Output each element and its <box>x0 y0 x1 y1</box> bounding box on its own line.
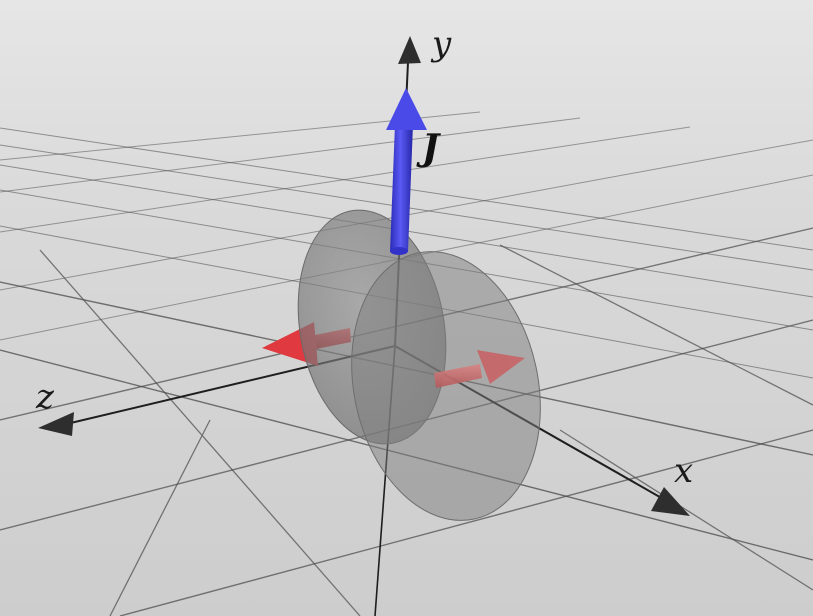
z-axis-label: z <box>35 377 55 417</box>
x-axis-label: x <box>674 451 693 491</box>
j-vector-shaft <box>390 124 413 252</box>
angular-momentum-vector <box>386 88 427 255</box>
y-axis-label: y <box>430 24 452 64</box>
z-axis-arrowhead <box>38 412 74 436</box>
y-axis-arrowhead <box>398 36 421 64</box>
transparent-disc <box>297 209 541 521</box>
j-vector-arrowhead <box>386 88 427 130</box>
red-arrow-right <box>434 350 525 388</box>
x-axis-arrowhead <box>651 487 690 516</box>
disc-front-face <box>351 251 541 521</box>
